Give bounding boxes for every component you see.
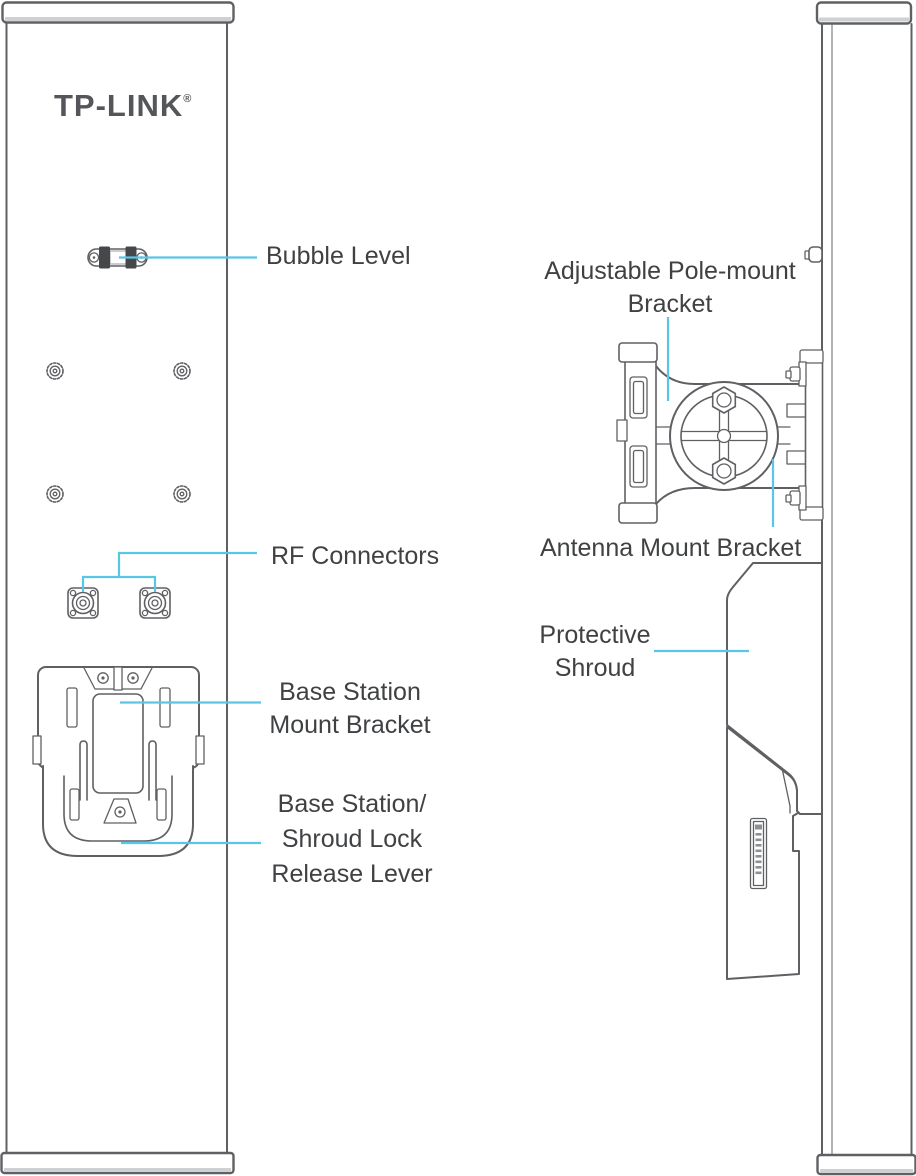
protective-shroud-graphic (726, 562, 823, 815)
front-antenna-view (0, 1, 235, 1175)
connector-strip-graphic (749, 817, 768, 890)
brand-logo: TP-LINK® (54, 84, 191, 121)
base-station-mount-bracket-graphic (32, 666, 205, 857)
brand-name: TP-LINK (54, 88, 184, 123)
label-protective-shroud: Protective Shroud (539, 621, 651, 682)
label-adjustable-pole-mount-bracket: Adjustable Pole-mount Bracket (544, 257, 796, 318)
label-rf-connectors: RF Connectors (271, 542, 440, 570)
pole-mount-bracket-graphic (616, 342, 807, 524)
registered-trademark-symbol: ® (183, 93, 192, 105)
panel-screws (46, 362, 191, 503)
label-base-station-mount-bracket: Base Station Mount Bracket (269, 678, 431, 739)
callout-lines (81, 256, 775, 845)
label-bubble-level: Bubble Level (266, 242, 411, 270)
rf-connectors-graphic (67, 587, 171, 619)
label-antenna-mount-bracket: Antenna Mount Bracket (540, 534, 802, 562)
antenna-mount-bracket-graphic (785, 349, 824, 521)
side-antenna-view (616, 1, 916, 1176)
callout-rf-connectors (81, 551, 257, 592)
label-base-station-shroud-lock-release-lever: Base Station/ Shroud Lock Release Lever (271, 790, 433, 888)
